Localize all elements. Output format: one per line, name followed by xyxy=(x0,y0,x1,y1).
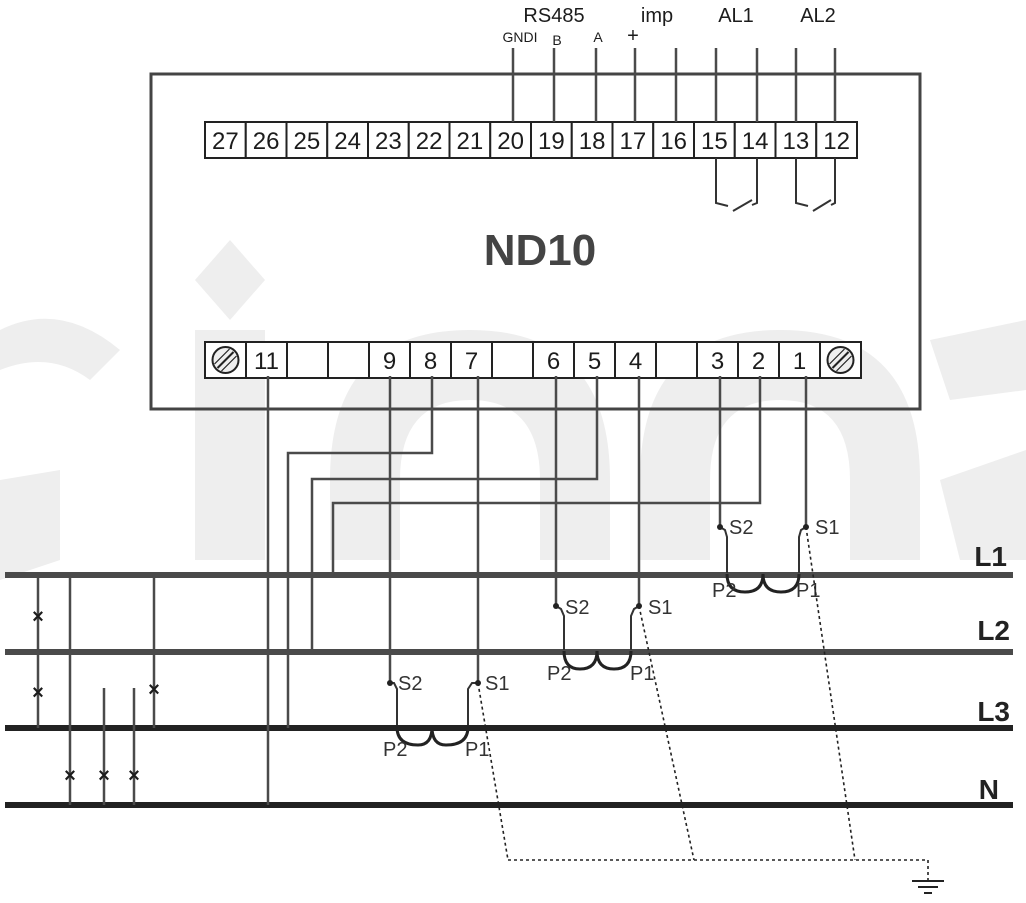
top-terminal xyxy=(367,121,410,159)
bottom-terminal xyxy=(409,341,452,379)
line-label-l1: L1 xyxy=(974,541,1007,572)
top-terminal-label: 24 xyxy=(334,128,361,155)
ct-l3-s1: S1 xyxy=(485,673,509,695)
current-transformer-l1: S2 S1 P2 P1 xyxy=(712,517,839,602)
bottom-terminal-label: 7 xyxy=(465,348,478,375)
bottom-terminal-label: 11 xyxy=(254,348,279,375)
bottom-terminal xyxy=(450,341,493,379)
ct-l2-p1: P1 xyxy=(630,663,654,685)
ground-icon xyxy=(912,880,944,894)
ct-l1-s1: S1 xyxy=(815,517,839,539)
top-terminal-label: 27 xyxy=(212,128,239,155)
top-terminal xyxy=(815,121,858,159)
rs485-label: RS485 xyxy=(523,5,584,27)
line-label-l3: L3 xyxy=(977,696,1010,727)
top-terminal-label: 20 xyxy=(497,128,524,155)
svg-text:×: × xyxy=(148,679,160,701)
bottom-terminal-label: 1 xyxy=(793,348,806,375)
svg-text:×: × xyxy=(64,765,76,787)
bottom-terminal-block: 11 9 8 7 6 5 4 3 2 1 xyxy=(204,341,862,379)
top-terminal-label: 12 xyxy=(823,128,850,155)
b-label: B xyxy=(552,32,561,48)
relay-contact-al2 xyxy=(795,158,836,212)
bottom-terminal xyxy=(532,341,575,379)
bottom-terminal xyxy=(286,341,329,379)
top-terminal xyxy=(611,121,655,159)
top-terminal xyxy=(530,121,573,159)
top-terminal xyxy=(326,121,369,159)
ct-l3-p1: P1 xyxy=(465,739,489,761)
current-transformer-l3: S2 S1 P2 P1 xyxy=(383,673,509,761)
line-label-l2: L2 xyxy=(977,615,1010,646)
bottom-terminal-label: 3 xyxy=(711,348,724,375)
device-title: ND10 xyxy=(484,226,597,275)
relay-contact-al1 xyxy=(715,158,758,212)
bottom-terminal-label: 6 xyxy=(547,348,560,375)
bottom-terminal xyxy=(614,341,657,379)
top-terminal-label: 21 xyxy=(457,128,484,155)
al1-label: AL1 xyxy=(718,5,754,27)
bottom-terminal-label: 9 xyxy=(383,348,396,375)
top-terminal-label: 14 xyxy=(742,128,769,155)
current-transformer-l2: S2 S1 P2 P1 xyxy=(547,597,672,685)
ground-wiring xyxy=(477,526,929,880)
bottom-terminal-label: 8 xyxy=(424,348,437,375)
top-terminal-label: 13 xyxy=(783,128,810,155)
ct-l3-p2: P2 xyxy=(383,739,407,761)
device-housing xyxy=(149,72,922,411)
top-terminal-label: 22 xyxy=(416,128,443,155)
top-terminal-label: 16 xyxy=(660,128,687,155)
top-terminal-label: 15 xyxy=(701,128,728,155)
ct-l2-s2: S2 xyxy=(565,597,589,619)
svg-text:×: × xyxy=(128,765,140,787)
top-terminal xyxy=(693,121,736,159)
ct-l1-p1: P1 xyxy=(796,580,820,602)
top-terminal xyxy=(652,121,695,159)
voltage-wires xyxy=(266,376,762,805)
bottom-terminal-label: 5 xyxy=(588,348,601,375)
ct-l1-p2: P2 xyxy=(712,580,736,602)
top-terminal-label: 17 xyxy=(620,128,647,155)
top-terminal xyxy=(489,121,532,159)
bottom-terminal xyxy=(327,341,370,379)
ct-l3-s2: S2 xyxy=(398,673,422,695)
top-terminal xyxy=(204,121,247,159)
bottom-terminal-label: 4 xyxy=(629,348,642,375)
bottom-terminal xyxy=(491,341,534,379)
svg-text:×: × xyxy=(32,682,44,704)
ct-l2-p2: P2 xyxy=(547,663,571,685)
fuse-marks: × × × × × × xyxy=(32,606,160,787)
al2-label: AL2 xyxy=(800,5,836,27)
gnd-label: GNDI xyxy=(503,29,538,45)
top-terminal-label: 19 xyxy=(538,128,565,155)
ct-l1-s2: S2 xyxy=(729,517,753,539)
top-terminal-label: 25 xyxy=(294,128,321,155)
top-terminal xyxy=(407,121,451,159)
top-terminal-label: 26 xyxy=(253,128,280,155)
svg-text:×: × xyxy=(98,765,110,787)
top-terminal xyxy=(285,121,329,159)
bottom-terminal xyxy=(655,341,698,379)
top-signal-wires xyxy=(511,48,837,122)
imp-label: imp xyxy=(641,5,673,27)
a-label: A xyxy=(593,29,603,45)
left-fuse-drops xyxy=(36,575,156,805)
bottom-terminal-label: 2 xyxy=(752,348,765,375)
ct-l2-s1: S1 xyxy=(648,597,672,619)
plus-label: + xyxy=(627,25,639,47)
current-wires xyxy=(388,376,808,683)
top-terminal-label: 23 xyxy=(375,128,402,155)
svg-text:×: × xyxy=(32,606,44,628)
bottom-terminal xyxy=(573,341,616,379)
top-terminal-label: 18 xyxy=(579,128,606,155)
top-terminal-block: 27 26 25 24 23 22 21 20 19 18 17 16 15 14 13 12 xyxy=(204,121,858,159)
top-terminal xyxy=(733,121,777,159)
line-label-n: N xyxy=(979,774,999,805)
